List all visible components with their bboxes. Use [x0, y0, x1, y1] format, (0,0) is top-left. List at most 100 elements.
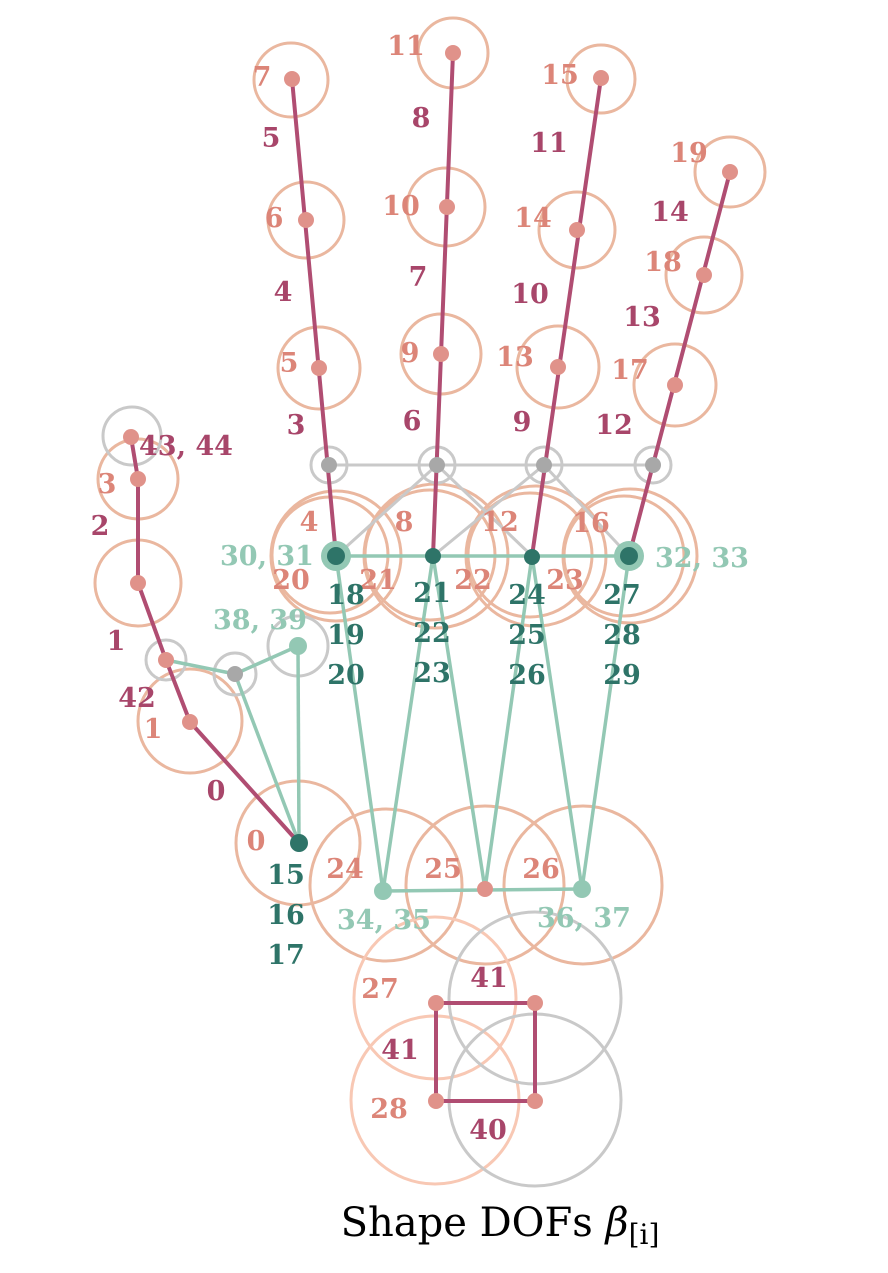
teal-dark-label: 19	[327, 620, 365, 651]
sphere-label: 10	[382, 191, 420, 222]
sphere-circle	[537, 190, 617, 270]
bone-label: 10	[511, 279, 549, 310]
bone-label: 5	[262, 123, 281, 154]
joint-dot	[433, 346, 449, 362]
bone-label: 4	[274, 277, 293, 308]
joint-dot	[569, 222, 585, 238]
joint-dot	[158, 652, 174, 668]
sphere-labels: 0 1 3 4 5 6 7 8 9 10 11 12 13 14 15 16 1…	[98, 31, 708, 1125]
sphere-label: 16	[572, 508, 610, 539]
bone-label: 1	[107, 626, 126, 657]
teal-line	[530, 555, 584, 890]
bone-label: 2	[91, 511, 110, 542]
sphere-circle	[632, 342, 718, 428]
bone-label: 3	[287, 410, 306, 441]
sphere-label: 25	[424, 854, 462, 885]
bone-label: 0	[207, 776, 226, 807]
sphere-label: 18	[644, 247, 682, 278]
teal-dark-label: 27	[603, 580, 641, 611]
caption-symbol: β	[603, 1200, 628, 1246]
bone-label: 8	[412, 103, 431, 134]
gray-joint-dot	[321, 457, 337, 473]
gray-joint-dot	[536, 457, 552, 473]
bone-label: 14	[651, 197, 689, 228]
joint-dot	[130, 471, 146, 487]
joint-dot	[439, 199, 455, 215]
teal-dark-label: 17	[267, 940, 305, 971]
teal-light-label: 30, 31	[220, 541, 314, 572]
sphere-label: 14	[514, 203, 552, 234]
sphere-label: 17	[611, 355, 649, 386]
teal-dark-label: 29	[603, 660, 641, 691]
gray-line	[542, 463, 631, 558]
sphere-circle	[276, 325, 362, 411]
bone-label: 41	[381, 1035, 419, 1066]
teal-lines	[165, 554, 631, 893]
bone-labels: 0 1 2 3 4 5 6 7 8 9 10 11 12 13 14 40 41…	[91, 103, 689, 1146]
sphere-label: 22	[454, 565, 492, 596]
sphere-circle	[565, 43, 637, 115]
sphere-label: 6	[265, 203, 284, 234]
sphere-label: 1	[144, 714, 163, 745]
joint-dot	[445, 45, 461, 61]
bone-line	[530, 76, 603, 558]
sphere-label: 7	[253, 62, 272, 93]
teal-light-label: 34, 35	[337, 905, 431, 936]
sphere-label: 8	[395, 507, 414, 538]
teal-line	[165, 658, 236, 676]
joint-dot	[527, 995, 543, 1011]
sphere-label: 20	[272, 565, 310, 596]
sphere-circle	[664, 235, 744, 315]
joint-dot	[130, 575, 146, 591]
sphere-circles	[93, 16, 767, 966]
sphere-label: 4	[300, 507, 319, 538]
teal-dark-label: 23	[413, 658, 451, 689]
teal-line	[431, 555, 487, 890]
joint-dot	[667, 377, 683, 393]
sphere-label: 12	[481, 507, 519, 538]
bone-label: 11	[530, 128, 568, 159]
joint-dot	[593, 70, 609, 86]
gray-circle	[101, 405, 163, 467]
teal-dark-label: 24	[508, 580, 546, 611]
teal-dark-labels: 15 16 17 18 19 20 21 22 23 24 25 26 27 2…	[267, 578, 641, 971]
bone-label: 9	[513, 407, 532, 438]
teal-line	[483, 555, 534, 890]
teal-line	[381, 555, 435, 892]
sphere-label: 23	[546, 565, 584, 596]
sphere-circle	[266, 180, 346, 260]
joint-dot	[311, 360, 327, 376]
teal-dark-dot	[425, 548, 441, 564]
teal-dot	[374, 882, 392, 900]
caption-text: Shape DOFs	[341, 1200, 606, 1246]
joint-dot	[722, 164, 738, 180]
gray-circle	[212, 651, 258, 697]
teal-dark-dot	[327, 547, 345, 565]
sphere-label: 27	[361, 974, 399, 1005]
gray-joint-dot	[227, 666, 243, 682]
gray-joint-dots	[227, 457, 661, 682]
teal-dark-label: 21	[413, 578, 451, 609]
joint-dot	[696, 267, 712, 283]
bone-label: 41	[470, 963, 508, 994]
sphere-label: 19	[670, 138, 708, 169]
teal-light-dots	[289, 541, 644, 900]
joint-dot	[477, 881, 493, 897]
joint-dot	[428, 1093, 444, 1109]
teal-dark-label: 28	[603, 620, 641, 651]
gray-joint-dot	[645, 457, 661, 473]
joint-dot	[182, 714, 198, 730]
teal-dark-label: 15	[267, 860, 305, 891]
bone-label: 40	[469, 1115, 507, 1146]
teal-dark-label: 22	[413, 618, 451, 649]
sphere-label: 15	[541, 60, 579, 91]
bone-line	[290, 77, 338, 558]
teal-light-label: 36, 37	[537, 903, 631, 934]
teal-dark-label: 20	[327, 660, 365, 691]
teal-dark-dot	[620, 547, 638, 565]
sphere-circle	[308, 807, 464, 963]
gray-circle	[144, 638, 188, 682]
teal-dark-label: 26	[508, 660, 546, 691]
teal-dark-dots	[290, 547, 638, 852]
teal-dot	[573, 880, 591, 898]
